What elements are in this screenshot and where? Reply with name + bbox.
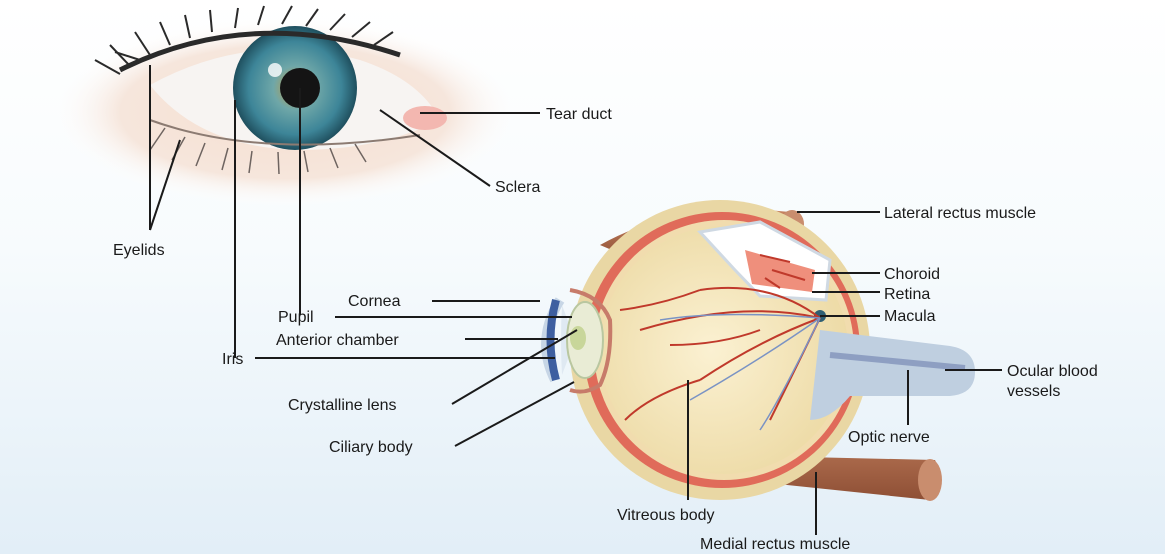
lens-nucleus (570, 326, 586, 350)
label-tear-duct: Tear duct (546, 106, 612, 123)
medial-rectus-muscle-end (918, 459, 942, 501)
label-retina: Retina (884, 286, 930, 303)
label-macula: Macula (884, 308, 936, 325)
label-ocular-blood: Ocular blood (1007, 363, 1098, 380)
label-optic-nerve: Optic nerve (848, 429, 930, 446)
label-medial-rectus-muscle: Medial rectus muscle (700, 536, 850, 553)
label-sclera: Sclera (495, 179, 540, 196)
label-vitreous-body: Vitreous body (617, 507, 715, 524)
tear-duct-tissue (403, 106, 447, 130)
label-lateral-rectus-muscle: Lateral rectus muscle (884, 205, 1036, 222)
label-vessels: vessels (1007, 383, 1060, 400)
label-anterior-chamber: Anterior chamber (276, 332, 399, 349)
eye-highlight (268, 63, 282, 77)
label-eyelids: Eyelids (113, 242, 165, 259)
label-cornea: Cornea (348, 293, 401, 310)
label-crystalline-lens: Crystalline lens (288, 397, 396, 414)
label-choroid: Choroid (884, 266, 940, 283)
label-pupil: Pupil (278, 309, 314, 326)
label-iris: Iris (222, 351, 243, 368)
label-ciliary-body: Ciliary body (329, 439, 413, 456)
